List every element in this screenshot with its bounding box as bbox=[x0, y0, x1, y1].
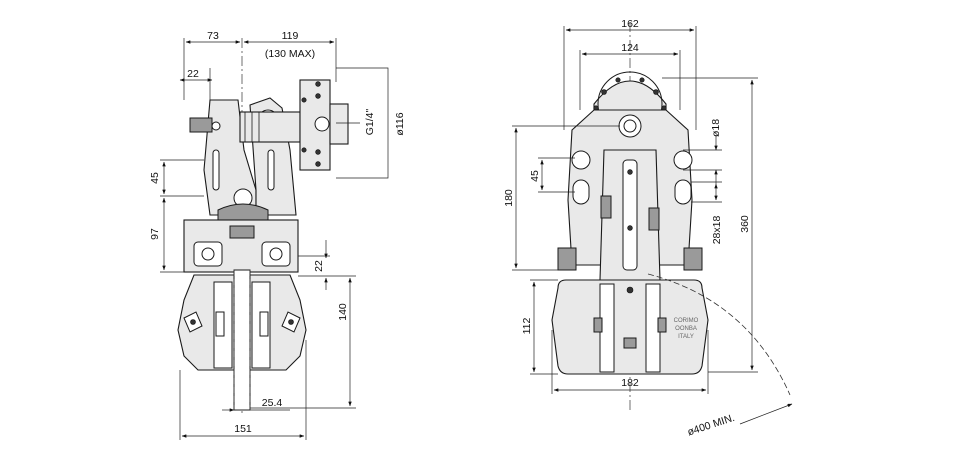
side-base-hole-right bbox=[269, 247, 283, 261]
dim-phi400-leader bbox=[739, 403, 793, 425]
dim-360: 360 bbox=[739, 215, 751, 233]
side-view: 73 119 (130 MAX) 22 G1/4" ø116 45 97 22 bbox=[149, 30, 406, 440]
side-flange-bolt-3 bbox=[315, 149, 321, 155]
front-actuator-bolt-1 bbox=[601, 89, 607, 95]
front-actuator-bolt-4 bbox=[639, 77, 645, 83]
front-slot-left bbox=[572, 179, 590, 205]
dim-97: 97 bbox=[149, 228, 161, 240]
front-base-bolt-left bbox=[557, 247, 577, 271]
front-marking-2: OONBA bbox=[675, 326, 697, 332]
side-flange-bolt-6 bbox=[301, 147, 307, 153]
front-lever-bolt-2 bbox=[627, 225, 633, 231]
side-slot-2 bbox=[267, 149, 275, 191]
dim-119: 119 bbox=[282, 30, 299, 42]
front-pad-center-bolt bbox=[626, 286, 634, 294]
front-pad-tab-left bbox=[593, 317, 603, 333]
front-lever-bolt-1 bbox=[627, 169, 633, 175]
side-base-centerblock bbox=[229, 225, 255, 239]
dim-180: 180 bbox=[503, 189, 515, 207]
dim-112: 112 bbox=[521, 317, 533, 334]
side-flange-bolt-5 bbox=[301, 97, 307, 103]
side-port-hole bbox=[314, 116, 330, 132]
front-hole-right bbox=[673, 150, 693, 170]
front-marking-1: CORIMO bbox=[674, 318, 699, 324]
dim-phi400: ø400 MIN. bbox=[686, 412, 736, 439]
side-flange-bolt-2 bbox=[315, 93, 321, 99]
side-actuator-port bbox=[329, 103, 349, 145]
front-view: CORIMO OONBA ITALY 162 124 ø18 28x18 45 bbox=[503, 18, 793, 439]
side-pad-window-left bbox=[215, 311, 225, 337]
side-gear-sector bbox=[217, 203, 269, 223]
dim-phi116: ø116 bbox=[394, 112, 406, 135]
side-left-pin-head bbox=[211, 121, 221, 131]
dim-116-box bbox=[336, 67, 389, 179]
dim-22-top: 22 bbox=[187, 68, 199, 80]
dim-28x18: 28x18 bbox=[711, 216, 723, 245]
front-marking-3: ITALY bbox=[678, 334, 694, 340]
dim-124: 124 bbox=[621, 42, 639, 54]
front-slot-right bbox=[674, 179, 692, 205]
front-base-bolt-right bbox=[683, 247, 703, 271]
side-pad-window-right bbox=[259, 311, 269, 337]
dim-45-front: 45 bbox=[529, 170, 541, 182]
front-pad-center-block bbox=[623, 337, 637, 349]
front-pad-tab-right bbox=[657, 317, 667, 333]
dim-182: 182 bbox=[621, 377, 639, 389]
front-hole-left bbox=[571, 150, 591, 170]
dim-45-side: 45 bbox=[149, 172, 161, 184]
dim-25-4: 25.4 bbox=[262, 397, 283, 409]
front-lever-clip-left bbox=[600, 195, 612, 219]
side-left-pin bbox=[189, 117, 213, 133]
dim-130-max: (130 MAX) bbox=[265, 48, 315, 60]
side-ear-bolt-right bbox=[288, 319, 294, 325]
dim-phi18: ø18 bbox=[710, 119, 722, 137]
side-brake-disc bbox=[233, 269, 251, 411]
front-actuator-bolt-3 bbox=[615, 77, 621, 83]
side-spring-coils bbox=[244, 112, 260, 142]
dim-140: 140 bbox=[337, 303, 349, 321]
front-lever-clip-right bbox=[648, 207, 660, 231]
front-lever-slot bbox=[622, 159, 638, 271]
side-base-hole-left bbox=[201, 247, 215, 261]
side-slot-1 bbox=[212, 149, 220, 191]
dim-22-mid: 22 bbox=[313, 260, 325, 272]
dim-73: 73 bbox=[207, 30, 219, 42]
dim-g14: G1/4" bbox=[364, 108, 376, 135]
front-top-pin-inner bbox=[623, 119, 637, 133]
side-flange-bolt-1 bbox=[315, 81, 321, 87]
dim-162: 162 bbox=[621, 18, 639, 30]
dim-151: 151 bbox=[234, 423, 252, 435]
front-pad-housing bbox=[551, 279, 709, 375]
front-actuator-bolt-2 bbox=[653, 89, 659, 95]
side-flange-bolt-4 bbox=[315, 161, 321, 167]
side-ear-bolt-left bbox=[190, 319, 196, 325]
side-actuator-spring bbox=[239, 111, 301, 143]
